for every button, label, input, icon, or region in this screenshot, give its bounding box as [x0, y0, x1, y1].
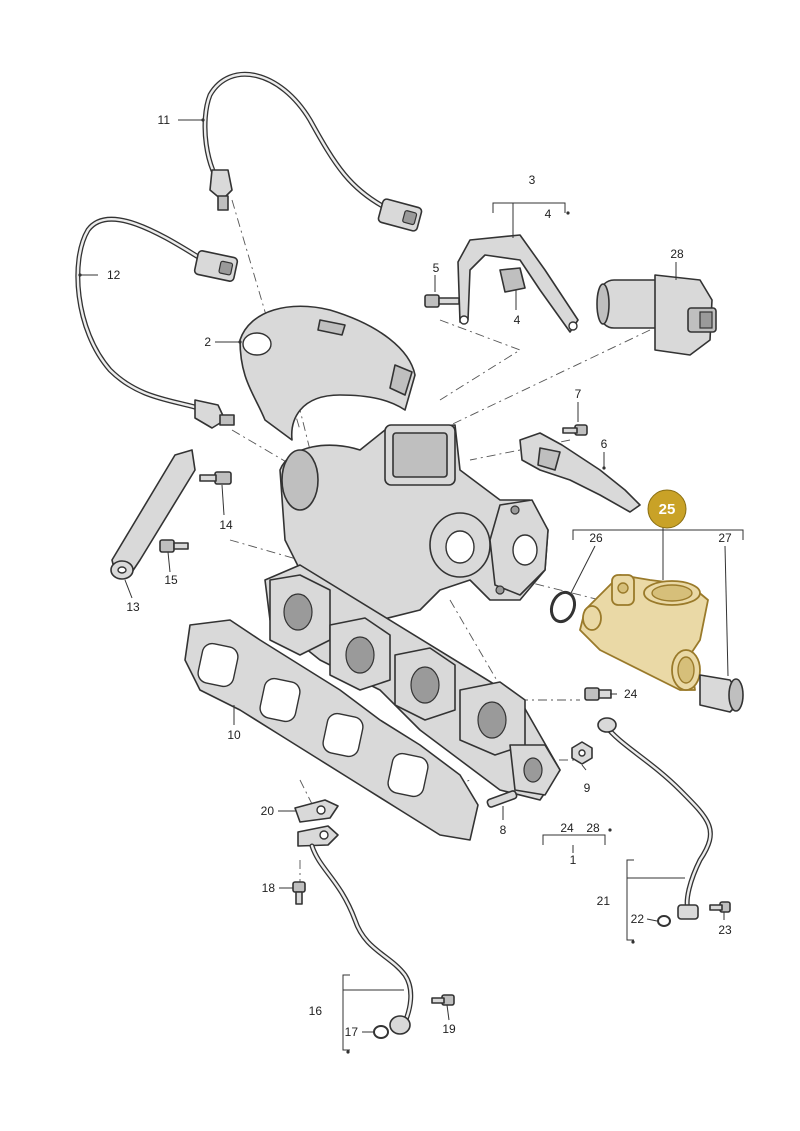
- label-7[interactable]: 7: [575, 387, 582, 401]
- nut[interactable]: [571, 741, 593, 765]
- label-15[interactable]: 15: [164, 573, 178, 587]
- turbocharger-manifold[interactable]: [264, 424, 561, 801]
- stud[interactable]: [486, 790, 518, 808]
- bolt-18[interactable]: [292, 881, 306, 905]
- union-fitting[interactable]: [584, 687, 612, 701]
- label-4b[interactable]: 4: [514, 313, 521, 327]
- label-24a[interactable]: 24: [624, 687, 638, 701]
- label-8[interactable]: 8: [500, 823, 507, 837]
- label-6[interactable]: 6: [601, 437, 608, 451]
- label-5[interactable]: 5: [433, 261, 440, 275]
- label-20[interactable]: 20: [261, 804, 275, 818]
- oxygen-sensor-lower[interactable]: [75, 216, 239, 429]
- leader-lines: [80, 119, 744, 1051]
- label-18[interactable]: 18: [262, 881, 276, 895]
- connection-piece[interactable]: [579, 574, 709, 691]
- label-9[interactable]: 9: [584, 781, 591, 795]
- support-bracket[interactable]: [110, 449, 196, 580]
- label-22[interactable]: 22: [631, 912, 645, 926]
- bolt-14[interactable]: [199, 471, 232, 485]
- label-17[interactable]: 17: [345, 1025, 359, 1039]
- highlight-badge[interactable]: 25: [647, 489, 687, 529]
- label-2[interactable]: 2: [204, 335, 211, 349]
- label-23[interactable]: 23: [718, 923, 732, 937]
- part-labels: 11 12 2 3 4 5 4 28 7 6 26 27 24 9 8 24 2…: [107, 113, 732, 1039]
- label-19[interactable]: 19: [442, 1022, 456, 1036]
- label-26[interactable]: 26: [589, 531, 603, 545]
- label-12[interactable]: 12: [107, 268, 121, 282]
- oxygen-sensor-upper[interactable]: [202, 71, 423, 232]
- bolt-23[interactable]: [709, 901, 731, 913]
- label-14[interactable]: 14: [219, 518, 233, 532]
- label-27[interactable]: 27: [718, 531, 732, 545]
- bolt-7[interactable]: [562, 424, 588, 436]
- pipe-sleeve[interactable]: [699, 674, 744, 713]
- label-13[interactable]: 13: [126, 600, 140, 614]
- label-16[interactable]: 16: [309, 1004, 323, 1018]
- leader-dots: [78, 118, 635, 1054]
- label-11[interactable]: 11: [158, 113, 171, 127]
- supply-pipe[interactable]: [294, 799, 414, 1035]
- o-ring[interactable]: [548, 589, 579, 625]
- return-pipe[interactable]: [597, 717, 713, 920]
- bolt-19[interactable]: [431, 994, 455, 1006]
- label-28b[interactable]: 28: [586, 821, 600, 835]
- heat-shield[interactable]: [239, 305, 416, 441]
- bolt-15[interactable]: [159, 539, 189, 553]
- seal-22[interactable]: [657, 915, 671, 927]
- mounting-bracket[interactable]: [457, 234, 579, 333]
- bolt-5[interactable]: [424, 294, 460, 308]
- label-3[interactable]: 3: [529, 173, 536, 187]
- label-21[interactable]: 21: [597, 894, 611, 908]
- label-1[interactable]: 1: [570, 853, 577, 867]
- badge-label: 25: [659, 501, 676, 518]
- label-28a[interactable]: 28: [670, 247, 684, 261]
- label-10[interactable]: 10: [227, 728, 241, 742]
- manifold-gasket[interactable]: [184, 619, 479, 841]
- wastegate-actuator[interactable]: [596, 274, 717, 356]
- heat-shield-small[interactable]: [519, 432, 641, 513]
- seal-17[interactable]: [373, 1025, 389, 1039]
- label-24b[interactable]: 24: [560, 821, 574, 835]
- label-4a[interactable]: 4: [545, 207, 552, 221]
